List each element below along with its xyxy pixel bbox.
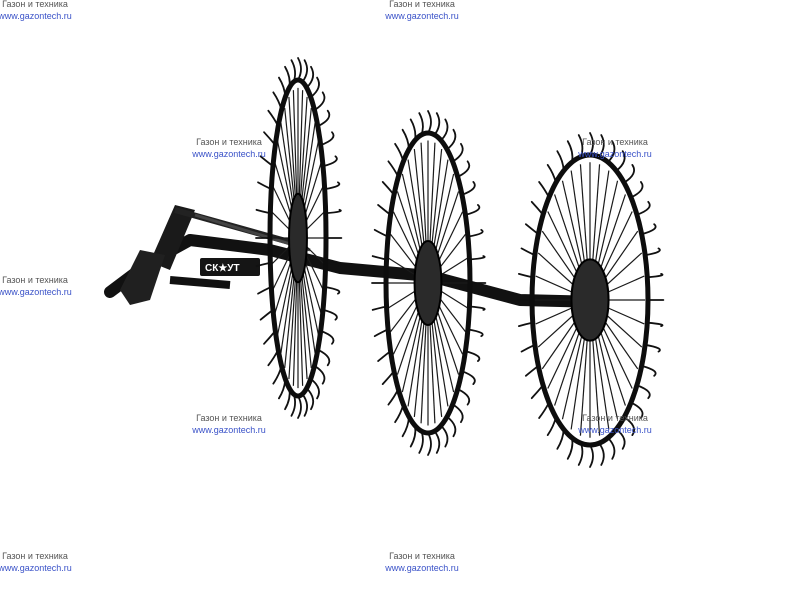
watermark-text: Газон и техника <box>196 137 262 147</box>
watermark-text: Газон и техника <box>196 413 262 423</box>
rake-frame <box>104 205 606 308</box>
watermark-url: www.gazontech.ru <box>0 563 72 573</box>
watermark-url: www.gazontech.ru <box>192 149 266 159</box>
watermark: Газон и техника www.gazontech.ru <box>0 0 100 22</box>
rake-wheel <box>371 110 487 456</box>
watermark: Газон и техника www.gazontech.ru <box>357 550 487 574</box>
wheel-hub <box>570 258 610 342</box>
watermark-url: www.gazontech.ru <box>0 11 72 21</box>
watermark-text: Газон и техника <box>2 551 68 561</box>
rake-wheel <box>255 57 343 419</box>
watermark-url: www.gazontech.ru <box>385 11 459 21</box>
watermark: Газон и техника www.gazontech.ru <box>550 412 680 436</box>
watermark: Газон и техника www.gazontech.ru <box>550 136 680 160</box>
watermark-text: Газон и техника <box>2 0 68 9</box>
watermark-url: www.gazontech.ru <box>192 425 266 435</box>
watermark: Газон и техника www.gazontech.ru <box>0 274 100 298</box>
watermark-url: www.gazontech.ru <box>385 563 459 573</box>
watermark-text: Газон и техника <box>582 137 648 147</box>
watermark: Газон и техника www.gazontech.ru <box>164 136 294 160</box>
watermark: Газон и техника www.gazontech.ru <box>357 0 487 22</box>
watermark-url: www.gazontech.ru <box>578 425 652 435</box>
watermark: Газон и техника www.gazontech.ru <box>0 550 100 574</box>
watermark-text: Газон и техника <box>389 0 455 9</box>
watermark-text: Газон и техника <box>582 413 648 423</box>
watermark-text: Газон и техника <box>389 551 455 561</box>
brand-label: СК★УТ <box>205 263 240 274</box>
watermark-url: www.gazontech.ru <box>0 287 72 297</box>
wheel-hub <box>413 240 443 326</box>
rake-wheel <box>517 132 665 468</box>
watermark-text: Газон и техника <box>2 275 68 285</box>
watermark-url: www.gazontech.ru <box>578 149 652 159</box>
wheel-hub <box>288 192 308 284</box>
watermark: Газон и техника www.gazontech.ru <box>164 412 294 436</box>
